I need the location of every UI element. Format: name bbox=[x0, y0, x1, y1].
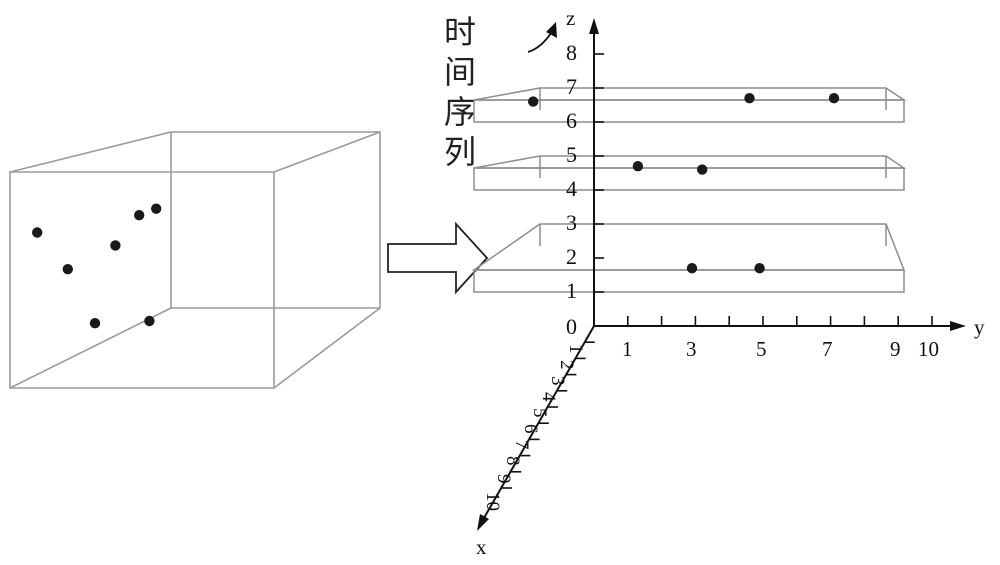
x-tick-label: 10 bbox=[482, 492, 503, 511]
vertical-label-char: 列 bbox=[444, 133, 476, 171]
cube-point bbox=[62, 264, 73, 275]
origin-label: 0 bbox=[566, 314, 577, 339]
x-tick-label: 2 bbox=[556, 360, 577, 370]
z-axis-arrowhead bbox=[589, 18, 599, 34]
z-tick-label: 7 bbox=[566, 74, 577, 99]
cube-point bbox=[89, 318, 101, 329]
z-tick-label: 1 bbox=[566, 278, 577, 303]
cube-point bbox=[134, 210, 145, 221]
cube-edge bbox=[9, 307, 172, 389]
cube-front-face bbox=[9, 171, 275, 389]
vertical-label-char: 时 bbox=[444, 13, 476, 51]
y-axis-name: y bbox=[974, 315, 985, 339]
x-tick-label: 6 bbox=[520, 424, 541, 434]
axes: z y x 0 bbox=[476, 6, 985, 559]
slab-point bbox=[828, 93, 840, 104]
z-tick-label: 5 bbox=[566, 142, 577, 167]
slab-point bbox=[754, 263, 765, 274]
cube-back-face bbox=[170, 131, 381, 309]
x-tick-label: 5 bbox=[529, 408, 550, 418]
slab-point bbox=[697, 164, 708, 175]
z-tick-label: 6 bbox=[566, 108, 577, 133]
cube-points bbox=[32, 203, 162, 329]
slab-front bbox=[473, 269, 905, 293]
cube-3d bbox=[9, 131, 381, 389]
slab-point bbox=[632, 161, 644, 172]
slab-front bbox=[473, 167, 905, 191]
cube-edge bbox=[273, 131, 381, 173]
z-tick-label: 4 bbox=[566, 176, 577, 201]
slab-top bbox=[473, 87, 907, 101]
slab-top bbox=[473, 155, 907, 169]
z-tick-label: 3 bbox=[566, 210, 577, 235]
slab-points bbox=[528, 93, 840, 274]
y-tick-label: 5 bbox=[756, 337, 767, 361]
cube-point bbox=[144, 315, 155, 327]
x-tick-label: 7 bbox=[511, 440, 532, 450]
z-tick-label: 8 bbox=[566, 40, 577, 65]
z-tick-labels: 1 2 3 4 5 6 7 8 bbox=[566, 40, 577, 303]
vertical-label-char: 序 bbox=[444, 93, 476, 131]
time-direction-arrow bbox=[527, 32, 552, 53]
slab-point bbox=[686, 263, 698, 274]
x-tick-label: 8 bbox=[502, 456, 523, 466]
y-tick-labels: 1 3 5 7 9 10 bbox=[622, 337, 939, 361]
vertical-label: 时 间 序 列 bbox=[444, 13, 476, 171]
y-tick-label: 10 bbox=[918, 337, 939, 361]
x-axis-name: x bbox=[476, 535, 487, 559]
x-tick-label: 9 bbox=[493, 474, 514, 484]
time-direction-arrowhead bbox=[546, 22, 557, 38]
slab-front bbox=[473, 99, 905, 123]
y-tick-label: 9 bbox=[890, 337, 901, 361]
time-slabs bbox=[471, 87, 907, 293]
cube-point bbox=[151, 203, 162, 214]
axis-ticks bbox=[502, 53, 933, 489]
transform-arrow bbox=[387, 221, 489, 295]
x-axis-line bbox=[483, 325, 595, 519]
z-tick-label: 2 bbox=[566, 244, 577, 269]
vertical-label-char: 间 bbox=[444, 53, 476, 91]
slab-point bbox=[744, 93, 755, 104]
x-axis-arrowhead bbox=[477, 514, 489, 531]
cube-edge bbox=[273, 307, 381, 389]
y-tick-label: 1 bbox=[622, 337, 633, 361]
slab-point bbox=[528, 96, 539, 107]
cube-point bbox=[32, 227, 43, 238]
y-tick-label: 7 bbox=[822, 337, 833, 361]
x-tick-labels: 1 2 3 4 5 6 7 8 9 10 bbox=[482, 344, 586, 511]
z-axis-name: z bbox=[566, 6, 575, 30]
x-tick-label: 3 bbox=[547, 376, 568, 386]
y-axis-arrowhead bbox=[950, 321, 966, 331]
slab-top bbox=[471, 223, 906, 271]
cube-point bbox=[110, 240, 121, 251]
x-tick-label: 1 bbox=[565, 344, 586, 354]
x-tick-label: 4 bbox=[538, 392, 559, 402]
y-tick-label: 3 bbox=[686, 337, 697, 361]
cube-edge bbox=[9, 131, 172, 173]
